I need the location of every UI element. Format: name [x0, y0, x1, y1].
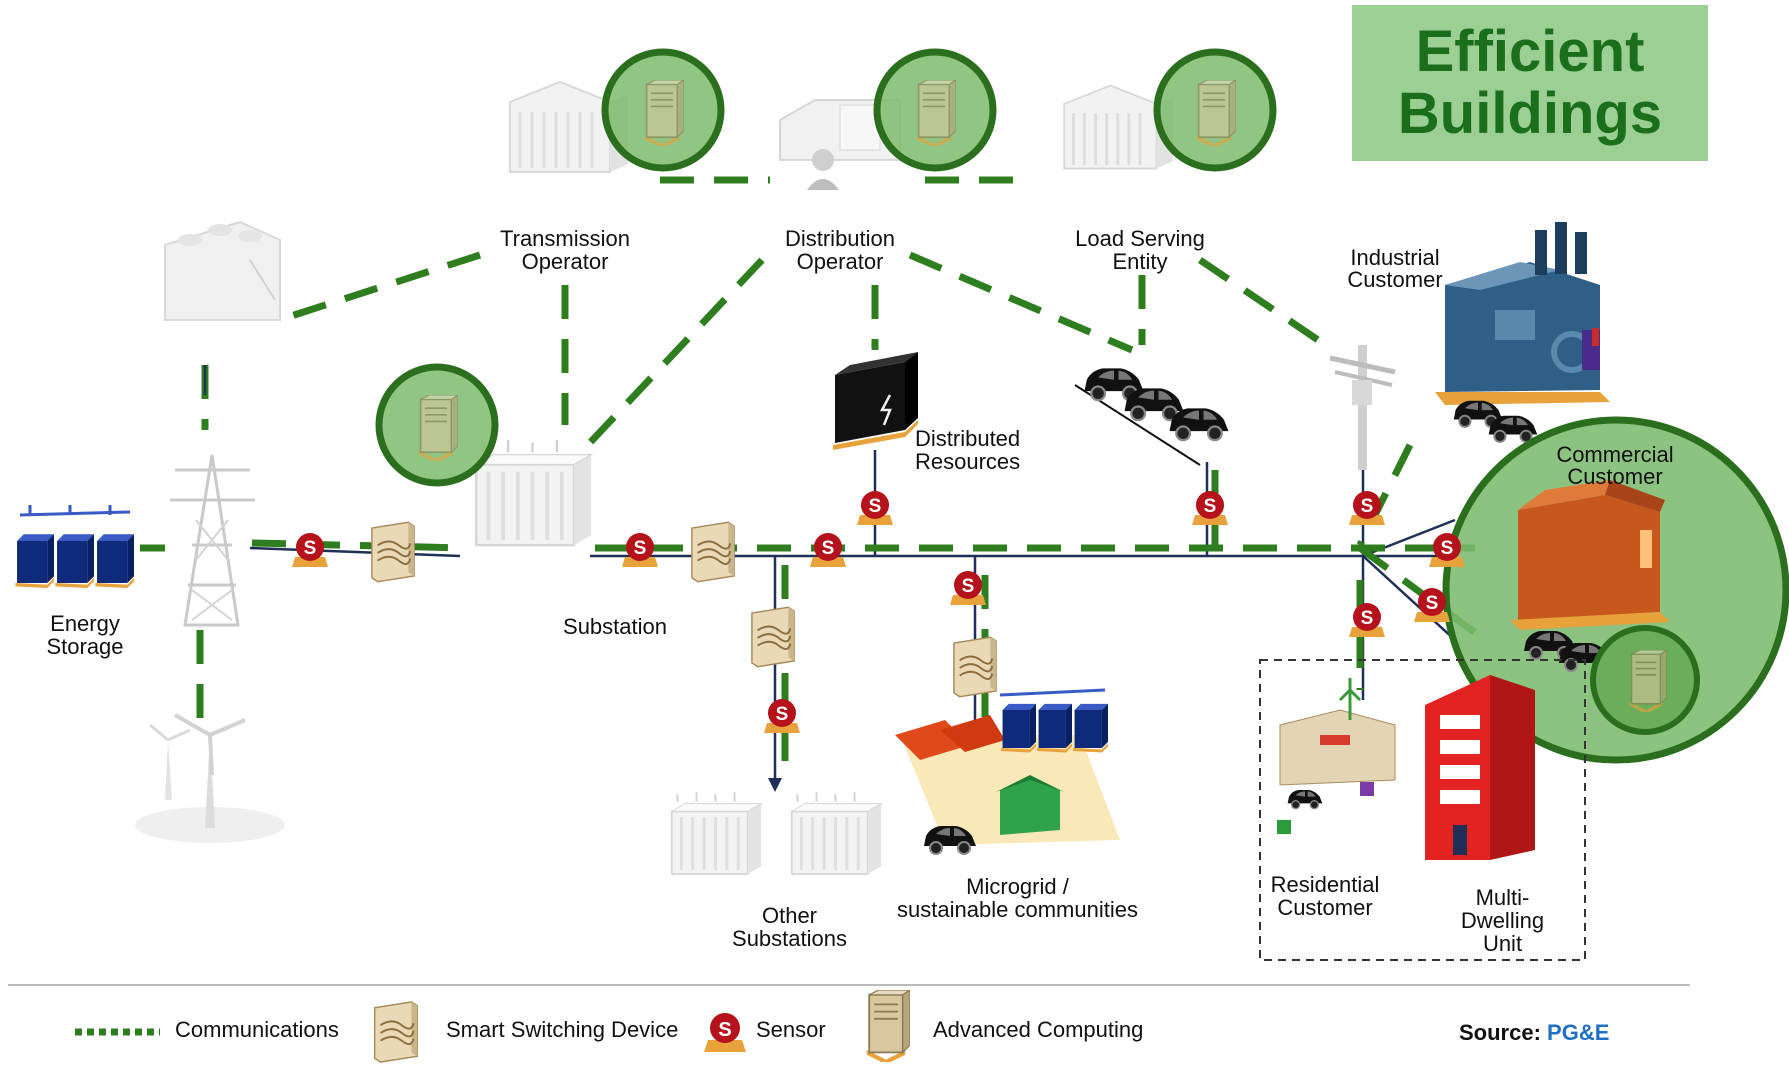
sensor-letter: S [634, 538, 647, 559]
sensor-badge: S [1349, 491, 1385, 525]
svg-text:S: S [718, 1019, 731, 1041]
sensor-badge: S [950, 571, 986, 605]
commercial-highlight [1442, 416, 1789, 764]
distributed-resource-box [833, 352, 918, 450]
highlight-distribution [873, 48, 997, 172]
sensor-letter: S [1441, 538, 1454, 559]
customer-dashed-box [1259, 659, 1586, 961]
sensor-badge: S [622, 533, 658, 567]
sensor-badge: S [810, 533, 846, 567]
legend-advanced-computing: Advanced Computing [933, 1017, 1144, 1042]
label-load-serving-entity: Load Serving Entity [1075, 226, 1205, 274]
switch-device-4 [952, 636, 998, 698]
sensor-badge: S [764, 699, 800, 733]
legend-compute-icon [865, 990, 910, 1062]
other-substation-2 [790, 790, 883, 876]
sensor-letter: S [776, 704, 789, 725]
source-credit: Source: PG&E [1459, 1020, 1609, 1046]
efficient-buildings-banner: Efficient Buildings [1352, 5, 1708, 161]
source-label: Source: [1459, 1020, 1541, 1045]
other-substation-1 [670, 790, 763, 876]
switch-device-1 [370, 521, 416, 583]
substation-building [474, 440, 594, 547]
sensor-letter: S [304, 538, 317, 559]
sensor-letter: S [822, 538, 835, 559]
sensor-letter: S [1204, 496, 1217, 517]
label-transmission-operator: Transmission Operator [500, 226, 630, 274]
legend-smart-switching-device: Smart Switching Device [446, 1017, 679, 1042]
switch-device-3 [750, 606, 796, 668]
label-industrial-customer: Industrial Customer [1347, 245, 1443, 292]
label-commercial-customer: Commercial Customer [1556, 442, 1674, 489]
label-microgrid: Microgrid / sustainable communities [897, 874, 1138, 922]
sensor-letter: S [1361, 496, 1374, 517]
power-plant [164, 220, 281, 321]
label-residential-customer: Residential Customer [1270, 872, 1380, 920]
legend-switch-icon [373, 1000, 419, 1064]
label-energy-storage: Energy Storage [46, 611, 124, 659]
sensor-badge: S [1192, 491, 1228, 525]
sensor-badge: S [1414, 588, 1450, 622]
transmission-tower [170, 454, 255, 627]
utility-pole [1329, 345, 1396, 470]
sensor-letter: S [1361, 608, 1374, 629]
label-multi-dwelling-unit: Multi- Dwelling Unit [1460, 885, 1545, 956]
highlight-transmission [601, 48, 725, 172]
sensor-letter: S [869, 496, 882, 517]
residential-house [1277, 678, 1396, 834]
microgrid-area [895, 688, 1120, 856]
label-other-substations: Other Substations [732, 903, 847, 951]
label-substation: Substation [563, 614, 667, 639]
sensors: S S S S S S S S S S S [292, 491, 1465, 733]
sensor-badge: S [1429, 533, 1465, 567]
banner-line-2: Buildings [1397, 81, 1663, 146]
label-distribution-operator: Distribution Operator [784, 226, 896, 274]
legend-sensor-icon: S [704, 1013, 746, 1052]
ev-parking [1074, 367, 1230, 466]
sensor-letter: S [1426, 593, 1439, 614]
industrial-factory [1435, 222, 1610, 443]
arrow-head [768, 778, 782, 792]
sensor-badge: S [292, 533, 328, 567]
sensor-letter: S [962, 576, 975, 597]
source-name: PG&E [1547, 1020, 1610, 1045]
sensor-badge: S [857, 491, 893, 525]
legend-sensor: Sensor [756, 1017, 826, 1042]
distribution-building [779, 99, 901, 190]
legend-communications: Communications [175, 1017, 339, 1042]
sensor-badge: S [1349, 603, 1385, 637]
highlight-substation [375, 363, 499, 487]
label-distributed-resources: Distributed Resources [915, 426, 1021, 474]
highlight-load-serving [1153, 48, 1277, 172]
energy-storage-batteries [15, 505, 134, 589]
switch-device-2 [690, 521, 736, 583]
wind-turbines [135, 713, 285, 843]
banner-line-1: Efficient [1415, 19, 1645, 84]
multi-dwelling-building [1425, 675, 1535, 860]
